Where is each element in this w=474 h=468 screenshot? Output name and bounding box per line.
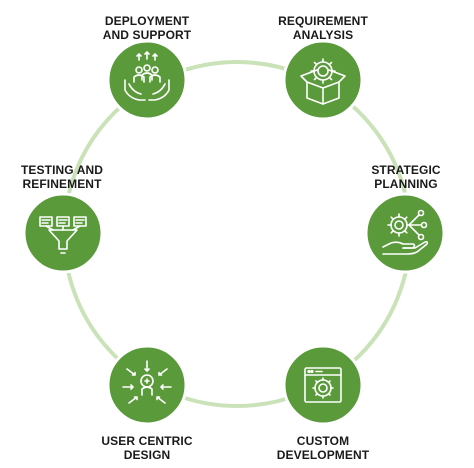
- label-custom-line2: DEVELOPMENT: [276, 448, 370, 462]
- label-strategic: STRATEGIC PLANNING: [364, 163, 448, 191]
- node-custom-disc: [282, 344, 364, 426]
- label-testing: TESTING AND REFINEMENT: [14, 163, 110, 191]
- gear-network-hand-icon: [382, 209, 429, 255]
- label-strategic-line1: STRATEGIC: [371, 163, 441, 177]
- label-deployment: DEPLOYMENT AND SUPPORT: [97, 14, 197, 42]
- label-requirement-line2: ANALYSIS: [292, 28, 354, 42]
- user-arrows-icon: [122, 360, 172, 404]
- node-user-centric: [106, 344, 188, 426]
- node-testing-disc: [22, 192, 104, 274]
- cycle-ring: [62, 60, 412, 408]
- label-custom: CUSTOM DEVELOPMENT: [270, 434, 376, 462]
- label-deployment-line1: DEPLOYMENT: [104, 14, 190, 28]
- label-user-centric: USER CENTRIC DESIGN: [94, 434, 200, 462]
- node-strategic-disc: [364, 192, 446, 274]
- team-in-hands-icon: [124, 51, 170, 101]
- node-strategic: [364, 192, 446, 274]
- gear-in-box-icon: [300, 58, 346, 105]
- browser-gear-icon: [304, 367, 342, 403]
- label-requirement-line1: REQUIREMENT: [278, 14, 368, 28]
- node-requirement: [282, 39, 364, 121]
- node-deployment-disc: [106, 39, 188, 121]
- label-user-centric-line1: USER CENTRIC: [101, 434, 193, 448]
- node-user-centric-disc: [106, 344, 188, 426]
- node-custom: [282, 344, 364, 426]
- label-deployment-line2: AND SUPPORT: [102, 28, 192, 42]
- label-testing-line2: REFINEMENT: [22, 177, 102, 191]
- label-custom-line1: CUSTOM: [296, 434, 350, 448]
- label-testing-line1: TESTING AND: [21, 163, 103, 177]
- label-user-centric-line2: DESIGN: [123, 448, 171, 462]
- node-testing: [22, 192, 104, 274]
- node-deployment: [106, 39, 188, 121]
- label-requirement: REQUIREMENT ANALYSIS: [270, 14, 376, 42]
- label-strategic-line2: PLANNING: [374, 177, 438, 191]
- funnel-filter-icon: [39, 216, 87, 254]
